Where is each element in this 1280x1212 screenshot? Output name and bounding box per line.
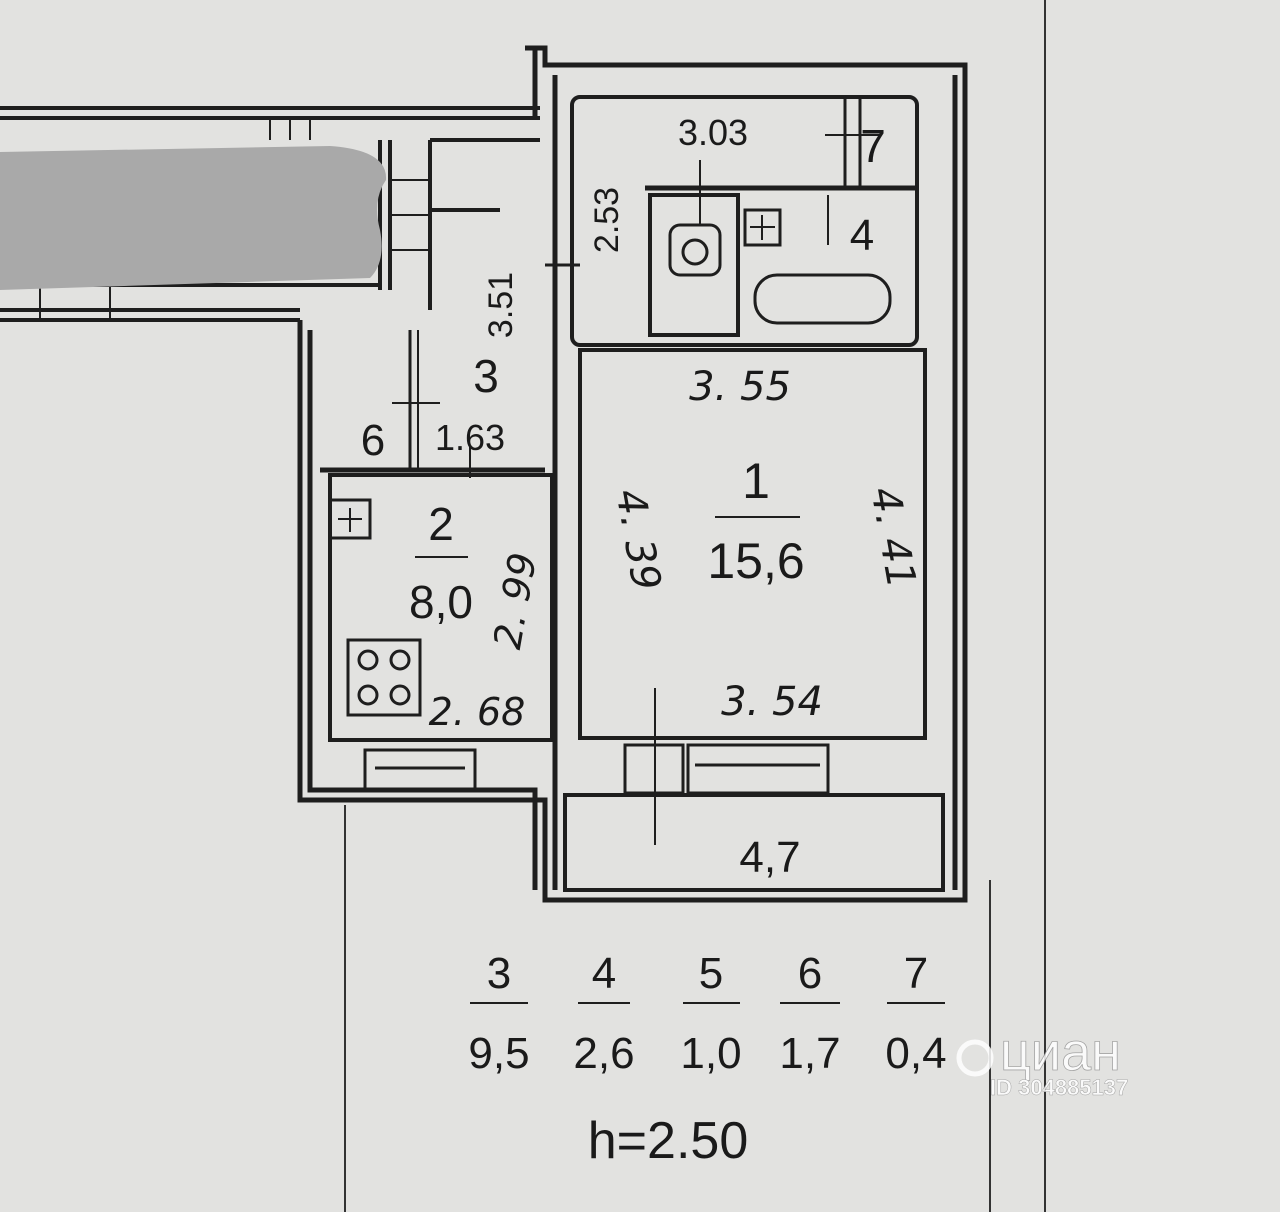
room-3-number: 3 — [473, 350, 499, 402]
toilet-icon — [668, 223, 722, 277]
ceiling-height: h=2.50 — [588, 1112, 749, 1170]
redaction-block — [0, 146, 387, 290]
room-2-number: 2 — [428, 498, 454, 550]
toilet-cubicle — [648, 193, 740, 337]
watermark-id: ID 304885137 — [990, 1075, 1128, 1100]
legend-number-5: 5 — [699, 949, 723, 998]
legend-area-4: 2,6 — [573, 1029, 634, 1078]
legend-number-7: 7 — [904, 949, 928, 998]
room-2-area: 8,0 — [409, 576, 473, 628]
legend-area-5: 1,0 — [680, 1029, 741, 1078]
watermark-brand: циан — [1000, 1022, 1121, 1082]
cian-watermark: циан ID 304885137 — [956, 1022, 1128, 1100]
stove-burner-icon — [389, 649, 411, 671]
stove-icon — [346, 638, 422, 717]
bathroom-width-dim: 3.03 — [678, 112, 748, 153]
balcony-area: 4,7 — [739, 833, 800, 882]
room-2-outline — [328, 473, 554, 742]
legend-area-3: 9,5 — [468, 1029, 529, 1078]
room-4-number: 4 — [850, 211, 874, 260]
room-6-number: 6 — [361, 416, 385, 465]
balcony-outline — [563, 793, 945, 892]
toilet-bowl-icon — [681, 238, 709, 266]
legend-number-4: 4 — [592, 949, 616, 998]
stove-burner-icon — [357, 684, 379, 706]
stove-burner-icon — [389, 684, 411, 706]
stair-steps — [39, 118, 430, 320]
room-2-bottom-dim: 2. 68 — [429, 690, 526, 734]
window — [363, 748, 477, 792]
sink-icon — [743, 208, 782, 247]
bathroom-height-dim: 2.53 — [588, 187, 626, 253]
room-1-number: 1 — [742, 453, 770, 509]
bathroom-block — [570, 95, 919, 347]
room-1-area: 15,6 — [707, 533, 804, 589]
apartment-outer-walls — [297, 45, 968, 903]
room-3-width-dim: 1.63 — [435, 417, 505, 458]
legend-number-6: 6 — [798, 949, 822, 998]
legend-area-7: 0,4 — [885, 1029, 946, 1078]
room-7-number: 7 — [860, 120, 886, 172]
bathtub-icon — [753, 273, 892, 325]
legend-area-6: 1,7 — [779, 1029, 840, 1078]
stove-burner-icon — [357, 649, 379, 671]
room-1-outline — [578, 348, 927, 740]
room-1-top-dim: 3. 55 — [689, 364, 791, 410]
sink-icon — [328, 498, 372, 540]
room-1-bottom-dim: 3. 54 — [721, 679, 823, 725]
legend-number-3: 3 — [487, 949, 511, 998]
room-3-length-dim: 3.51 — [482, 272, 520, 338]
cian-logo-icon — [956, 1039, 994, 1077]
